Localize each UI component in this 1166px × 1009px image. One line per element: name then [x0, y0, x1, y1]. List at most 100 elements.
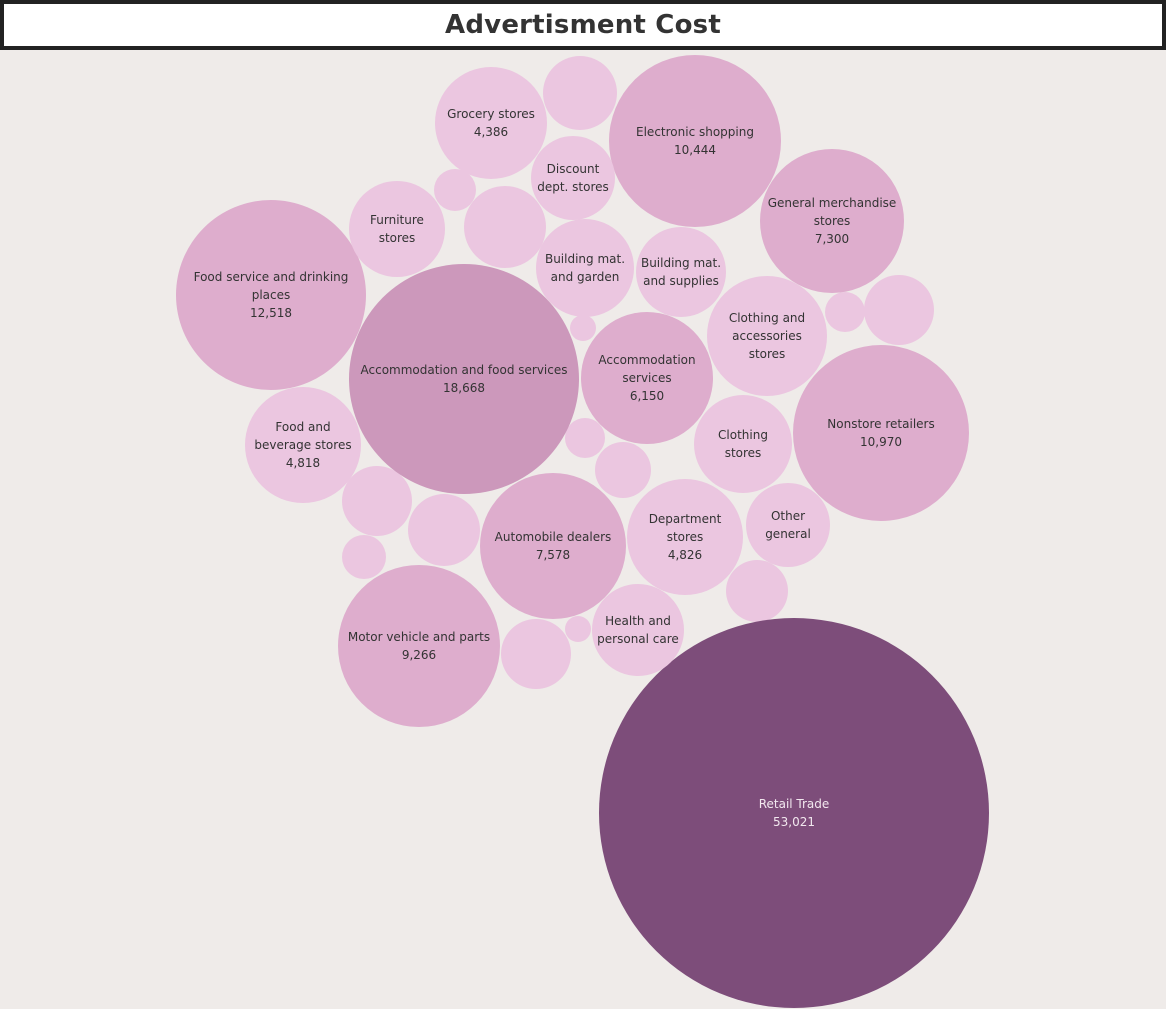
bubble-circle[interactable]: [793, 345, 969, 521]
bubble-circle[interactable]: [531, 136, 615, 220]
bubble-electronic-shopping[interactable]: Electronic shopping 10,444: [609, 55, 781, 227]
bubble-unlabeled[interactable]: [342, 535, 386, 579]
bubble-name-label: services: [622, 371, 671, 385]
bubble-name-label: accessories: [732, 329, 802, 343]
bubble-name-label: Retail Trade: [759, 797, 830, 811]
bubble-unlabeled[interactable]: [570, 315, 596, 341]
bubble-nonstore-retailers[interactable]: Nonstore retailers 10,970: [793, 345, 969, 521]
bubble-name-label: Clothing and: [729, 311, 805, 325]
bubble-circle[interactable]: [349, 181, 445, 277]
bubble-grocery-stores[interactable]: Grocery stores 4,386: [435, 67, 547, 179]
bubble-name-label: Motor vehicle and parts: [348, 630, 490, 644]
bubble-circle[interactable]: [245, 387, 361, 503]
bubble-name-label: General merchandise: [768, 196, 897, 210]
bubble-automobile-dealers[interactable]: Automobile dealers 7,578: [480, 473, 626, 619]
bubble-unlabeled[interactable]: [595, 442, 651, 498]
bubble-clothing-stores[interactable]: Clothing stores: [694, 395, 792, 493]
bubble-unlabeled[interactable]: [434, 169, 476, 211]
bubble-circle[interactable]: [707, 276, 827, 396]
bubble-name-label: Health and: [605, 614, 671, 628]
title-bar: Advertisment Cost: [0, 0, 1166, 50]
bubble-value-label: 9,266: [402, 648, 436, 662]
bubble-name-label: Building mat.: [641, 256, 721, 270]
bubble-name-label: Food and: [275, 420, 330, 434]
bubble-value-label: 10,970: [860, 435, 902, 449]
bubble-circle[interactable]: [536, 219, 634, 317]
bubble-unlabeled[interactable]: [726, 560, 788, 622]
bubble-unlabeled[interactable]: [565, 418, 605, 458]
bubble-retail-trade[interactable]: Retail Trade 53,021: [599, 618, 989, 1008]
bubble-value-label: 4,826: [668, 548, 702, 562]
bubble-circle[interactable]: [349, 264, 579, 494]
chart-title: Advertisment Cost: [445, 10, 721, 40]
bubble-name-label: stores: [667, 530, 704, 544]
bubble-name-label: Clothing: [718, 428, 768, 442]
bubble-circle[interactable]: [581, 312, 713, 444]
bubble-value-label: 4,386: [474, 125, 508, 139]
bubble-building-mat-and-supplies[interactable]: Building mat. and supplies: [636, 227, 726, 317]
bubble-unlabeled[interactable]: [825, 292, 865, 332]
bubble-name-label: Department: [649, 512, 722, 526]
bubble-value-label: 7,578: [536, 548, 570, 562]
bubble-name-label: stores: [814, 214, 851, 228]
bubble-name-label: Grocery stores: [447, 107, 535, 121]
bubble-name-label: Food service and drinking: [194, 270, 349, 284]
bubble-value-label: 53,021: [773, 815, 815, 829]
bubble-circle[interactable]: [592, 584, 684, 676]
bubble-building-mat-and-garden[interactable]: Building mat. and garden: [536, 219, 634, 317]
bubble-unlabeled[interactable]: [501, 619, 571, 689]
bubble-name-label: stores: [725, 446, 762, 460]
bubble-name-label: and garden: [551, 270, 620, 284]
bubble-name-label: personal care: [597, 632, 679, 646]
bubble-name-label: and supplies: [643, 274, 719, 288]
bubble-unlabeled[interactable]: [565, 616, 591, 642]
bubble-name-label: Nonstore retailers: [827, 417, 934, 431]
bubble-clothing-and-accessories-stores[interactable]: Clothing and accessories stores: [707, 276, 827, 396]
bubble-name-label: places: [252, 288, 291, 302]
bubble-name-label: Building mat.: [545, 252, 625, 266]
bubble-general-merchandise-stores[interactable]: General merchandise stores 7,300: [760, 149, 904, 293]
bubble-name-label: Accommodation and food services: [361, 363, 568, 377]
bubble-circle[interactable]: [609, 55, 781, 227]
bubble-name-label: Other: [771, 509, 805, 523]
bubble-circle[interactable]: [760, 149, 904, 293]
bubble-accommodation-and-food-services[interactable]: Accommodation and food services 18,668: [349, 264, 579, 494]
bubble-name-label: beverage stores: [254, 438, 351, 452]
bubble-discount-dept-stores[interactable]: Discount dept. stores: [531, 136, 615, 220]
bubble-value-label: 10,444: [674, 143, 716, 157]
bubble-name-label: Accommodation: [598, 353, 695, 367]
bubble-motor-vehicle-and-parts[interactable]: Motor vehicle and parts 9,266: [338, 565, 500, 727]
bubble-circle[interactable]: [694, 395, 792, 493]
bubble-unlabeled[interactable]: [464, 186, 546, 268]
bubble-health-and-personal-care[interactable]: Health and personal care: [592, 584, 684, 676]
bubble-accommodation-services[interactable]: Accommodation services 6,150: [581, 312, 713, 444]
bubble-unlabeled[interactable]: [342, 466, 412, 536]
bubble-value-label: 6,150: [630, 389, 664, 403]
bubble-circle[interactable]: [338, 565, 500, 727]
bubble-name-label: general: [765, 527, 811, 541]
bubble-circle[interactable]: [746, 483, 830, 567]
bubble-value-label: 7,300: [815, 232, 849, 246]
bubble-food-service-and-drinking-places[interactable]: Food service and drinking places 12,518: [176, 200, 366, 390]
bubble-value-label: 12,518: [250, 306, 292, 320]
bubble-name-label: Electronic shopping: [636, 125, 754, 139]
bubble-unlabeled[interactable]: [543, 56, 617, 130]
bubble-unlabeled[interactable]: [408, 494, 480, 566]
bubble-name-label: stores: [749, 347, 786, 361]
bubble-name-label: Discount: [547, 162, 600, 176]
bubble-value-label: 18,668: [443, 381, 485, 395]
bubble-circle[interactable]: [636, 227, 726, 317]
bubble-circle[interactable]: [599, 618, 989, 1008]
bubble-name-label: dept. stores: [537, 180, 609, 194]
bubble-circle[interactable]: [627, 479, 743, 595]
bubble-department-stores[interactable]: Department stores 4,826: [627, 479, 743, 595]
bubble-unlabeled[interactable]: [864, 275, 934, 345]
bubble-name-label: Automobile dealers: [495, 530, 612, 544]
bubble-circle[interactable]: [176, 200, 366, 390]
bubble-circle[interactable]: [435, 67, 547, 179]
bubble-other-general[interactable]: Other general: [746, 483, 830, 567]
bubble-circle[interactable]: [480, 473, 626, 619]
